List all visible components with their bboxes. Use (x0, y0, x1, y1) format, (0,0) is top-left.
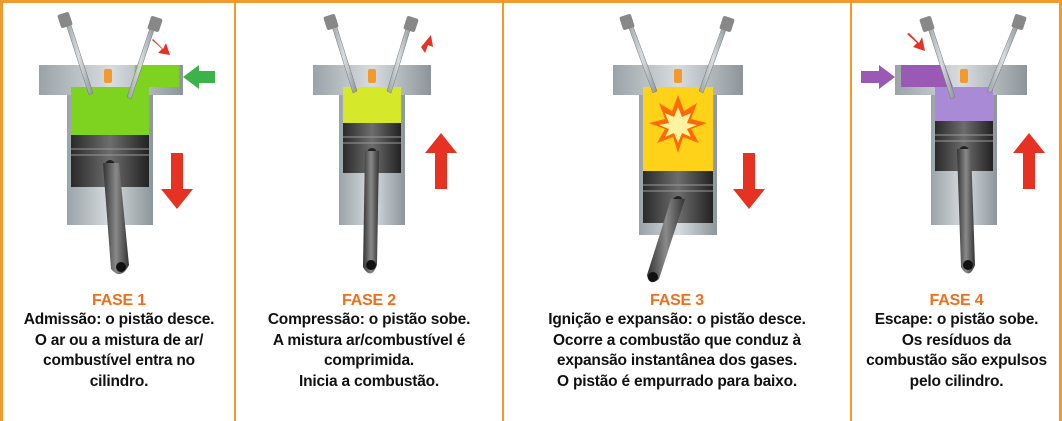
caption-line-1: Escape: o pistão sobe. (851, 310, 1062, 331)
valve-motion-arrow-icon (152, 39, 170, 55)
caption-line: combustão são expulsos (866, 352, 1047, 369)
connecting-rod (103, 163, 129, 275)
phase-1-panel: FASE 1 Admissão: o pistão desce. O ar ou… (3, 3, 235, 421)
caption-line-1: Ignição e expansão: o pistão desce. (503, 310, 851, 331)
divider (502, 3, 504, 421)
divider (234, 3, 236, 421)
spark-plug (368, 69, 376, 83)
phase-heading: Compressão: (267, 311, 365, 328)
caption-line: combustível entra no (43, 352, 195, 369)
caption-line: expansão instantânea dos gases. (556, 352, 798, 369)
phase-4-panel: FASE 4 Escape: o pistão sobe. Os resíduo… (851, 3, 1062, 421)
purple-outflow-arrow-icon (861, 65, 895, 89)
caption-line: Ocorre a combustão que conduz à (553, 331, 801, 349)
caption-line: O pistão é empurrado para baixo. (557, 372, 797, 390)
connecting-rod (957, 149, 975, 274)
phase-1-caption: FASE 1 Admissão: o pistão desce. O ar ou… (3, 291, 235, 392)
connecting-rod (647, 199, 685, 283)
caption-text: o pistão desce. (101, 311, 215, 328)
phase-label: FASE 4 (929, 292, 984, 309)
spark-plug (674, 69, 682, 83)
compression-engine-illustration (313, 14, 457, 274)
phase-4-caption: FASE 4 Escape: o pistão sobe. Os resíduo… (851, 291, 1062, 392)
caption-text: o pistão sobe. (364, 311, 471, 328)
caption-line: Inicia a combustão. (298, 372, 440, 390)
phase-heading: Admissão: (23, 311, 102, 328)
phase-2-caption: FASE 2 Compressão: o pistão sobe. A mist… (235, 291, 503, 392)
phase-3-caption: FASE 3 Ignição e expansão: o pistão desc… (503, 291, 851, 392)
caption-text: o pistão sobe. (932, 311, 1039, 328)
gas-chamber (343, 87, 401, 125)
gas-chamber (71, 87, 149, 135)
valve-motion-arrow-icon (907, 33, 925, 51)
green-inflow-arrow-icon (183, 65, 215, 89)
caption-line-1: Compressão: o pistão sobe. (235, 310, 503, 331)
caption-line: pelo cilindro. (909, 372, 1004, 390)
valve-motion-arrow-icon (421, 35, 433, 53)
phase-label: FASE 1 (92, 292, 146, 309)
caption-line: cilindro. (89, 372, 149, 390)
phase-label: FASE 2 (342, 292, 396, 309)
caption-line-1: Admissão: o pistão desce. (3, 310, 235, 331)
spark-plug (104, 69, 112, 83)
spark-plug (960, 69, 968, 83)
phase-heading: Ignição e expansão: (548, 311, 693, 328)
red-up-arrow-icon (1013, 133, 1045, 189)
caption-line: Os resíduos da (901, 331, 1012, 349)
exhaust-engine-illustration (861, 14, 1045, 274)
caption-text: o pistão desce. (692, 311, 806, 328)
red-up-arrow-icon (425, 133, 457, 189)
ignition-engine-illustration (613, 14, 765, 283)
red-down-arrow-icon (161, 153, 193, 209)
divider (850, 3, 852, 421)
phase-heading: Escape: (874, 311, 933, 328)
connecting-rod (363, 151, 379, 274)
phase-2-panel: FASE 2 Compressão: o pistão sobe. A mist… (235, 3, 503, 421)
phase-label: FASE 3 (650, 292, 704, 309)
phase-3-panel: FASE 3 Ignição e expansão: o pistão desc… (503, 3, 851, 421)
gas-chamber (935, 87, 993, 123)
caption-line: A mistura ar/combustível é (272, 331, 466, 349)
caption-line: comprimida. (324, 352, 414, 369)
intake-engine-illustration (39, 12, 215, 275)
red-down-arrow-icon (733, 153, 765, 209)
caption-line: O ar ou a mistura de ar/ (34, 331, 204, 349)
